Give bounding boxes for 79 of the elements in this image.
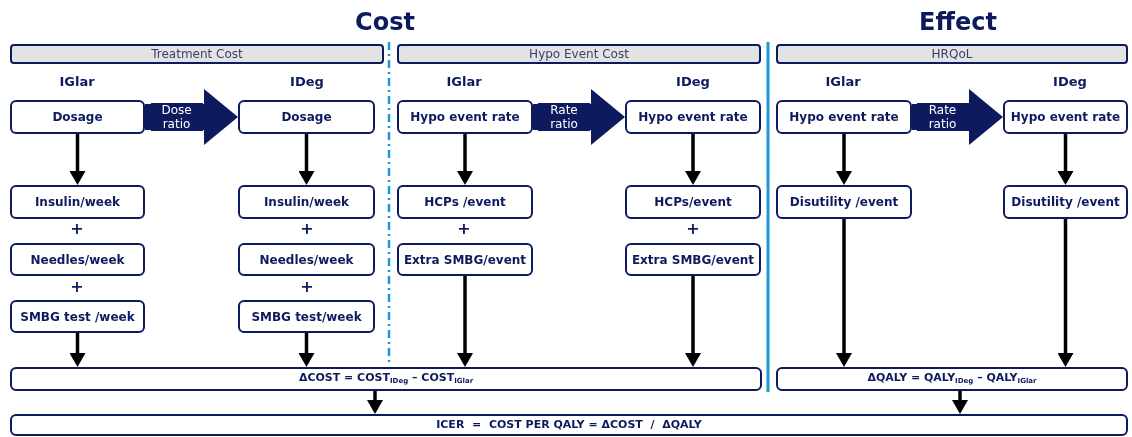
arrow [952, 391, 968, 414]
arrow [685, 276, 701, 367]
plus-sign: + [69, 221, 85, 237]
arrow [1057, 134, 1074, 185]
arrow [298, 134, 315, 185]
section-header [397, 44, 761, 64]
arrow [69, 333, 86, 367]
section-title: Hypo Event Cost [529, 48, 629, 60]
box-label: Disutility /event [789, 196, 899, 208]
edge-label: Rate ratio [538, 103, 590, 131]
process-box [238, 100, 375, 134]
process-box [238, 300, 375, 333]
process-box [397, 185, 533, 219]
formula-box [10, 367, 762, 391]
process-box [776, 185, 912, 219]
arrow [298, 333, 315, 367]
box-label: Insulin/week [263, 196, 350, 208]
process-box [10, 185, 145, 219]
box-label: Dosage [52, 111, 103, 123]
heading: Effect [918, 10, 998, 34]
box-label: HCPs/event [654, 196, 732, 208]
box-label: Disutility /event [1011, 196, 1120, 208]
process-box [10, 300, 145, 333]
section-title: Treatment Cost [151, 48, 243, 60]
box-label: HCPs /event [424, 196, 506, 208]
box-label: Insulin/week [34, 196, 121, 208]
plus-sign: + [299, 221, 315, 237]
process-box [238, 185, 375, 219]
section-header [776, 44, 1128, 64]
plus-sign: + [685, 221, 701, 237]
edge-label: Dose ratio [150, 103, 203, 131]
box-label: Dosage [281, 111, 332, 123]
process-box [397, 100, 533, 134]
process-box [10, 243, 145, 276]
formula-box [10, 414, 1128, 436]
plus-sign: + [299, 279, 315, 295]
box-label: Hypo event rate [1010, 111, 1121, 123]
arrow [69, 134, 86, 185]
section-header [10, 44, 384, 64]
arrow [836, 134, 852, 185]
plus-sign: + [69, 279, 85, 295]
formula-text: ΔQALY = QALY$_{IDeg}$ – QALY$_{IGlar}$ [867, 371, 1037, 387]
column-heading: IGlar [824, 75, 862, 88]
arrow [367, 391, 383, 414]
plus-sign: + [456, 221, 472, 237]
edge-label: Rate ratio [916, 103, 969, 131]
box-label: Extra SMBG/event [631, 253, 755, 266]
arrow [1057, 219, 1074, 367]
heading: Cost [354, 10, 416, 34]
column-heading: IGlar [445, 75, 483, 88]
formula-text: ΔCOST = COST$_{IDeg}$ – COST$_{IGlar}$ [298, 371, 474, 387]
box-label: SMBG test /week [20, 310, 135, 323]
section-title: HRQoL [931, 48, 973, 60]
process-box [397, 243, 533, 276]
column-heading: IDeg [675, 75, 711, 88]
process-box [238, 243, 375, 276]
arrow [836, 219, 852, 367]
box-label: Extra SMBG/event [403, 253, 527, 266]
column-heading: IGlar [58, 75, 96, 88]
column-heading: IDeg [289, 75, 325, 88]
process-box [625, 100, 761, 134]
box-label: Needles/week [30, 253, 125, 266]
arrow [685, 134, 701, 185]
box-label: Hypo event rate [638, 111, 748, 123]
formula-text: ICER = COST PER QALY = ΔCOST / ΔQALY [436, 419, 702, 431]
process-box [625, 243, 761, 276]
box-label: Hypo event rate [410, 111, 520, 123]
box-label: Hypo event rate [789, 111, 899, 123]
process-box [776, 100, 912, 134]
arrow [457, 134, 473, 185]
process-box [10, 100, 145, 134]
box-label: SMBG test/week [251, 310, 362, 323]
arrow [457, 276, 473, 367]
column-heading: IDeg [1052, 75, 1088, 88]
process-box [1003, 185, 1128, 219]
box-label: Needles/week [259, 253, 354, 266]
process-box [1003, 100, 1128, 134]
process-box [625, 185, 761, 219]
formula-box [776, 367, 1128, 391]
